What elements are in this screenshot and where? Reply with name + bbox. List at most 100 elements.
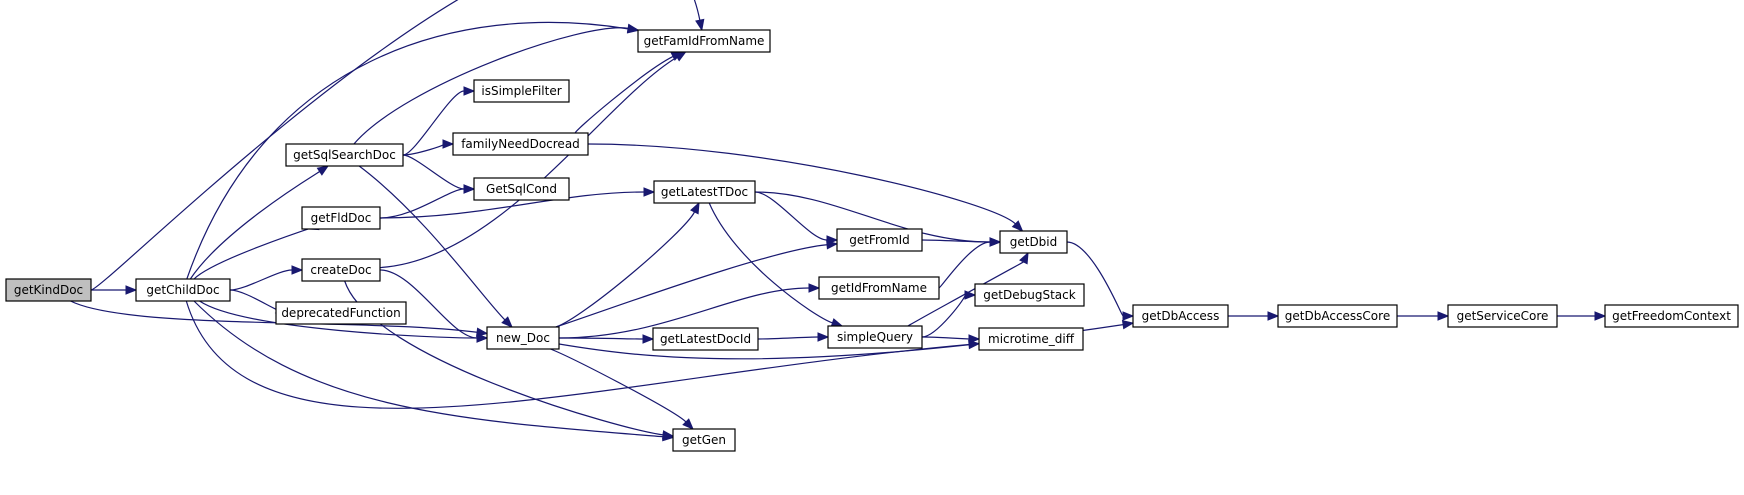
arrowhead [626,23,640,33]
node-getFamIdFromName[interactable]: getFamIdFromName [637,29,771,53]
edge-line [1066,241,1124,317]
node-label: new_Doc [496,331,550,345]
arrowhead [125,285,138,295]
arrowhead [642,334,655,344]
node-box [1132,304,1229,328]
edge-getChildDoc-to-createDoc [229,265,304,291]
edge-getSqlSearchDoc-to-familyNeedDocread [402,139,455,156]
edge-getServiceCore-to-getFreedomContext [1556,311,1607,321]
node-label: getDebugStack [983,288,1075,302]
arrowhead [1019,251,1029,265]
arrowhead [964,290,977,300]
edge-line [402,154,465,190]
node-label: getServiceCore [1457,309,1549,323]
edge-getSqlSearchDoc-to-GetSqlCond [402,154,476,194]
edge-line [379,188,465,219]
edge-line [353,27,629,145]
arrowhead [1267,311,1280,321]
edge-new_Doc-to-getLatestDocId [558,334,655,344]
arrowhead [316,165,330,176]
node-getDbid[interactable]: getDbid [999,230,1068,254]
node-getDebugStack[interactable]: getDebugStack [974,283,1085,307]
edge-getSqlSearchDoc-to-new_Doc [358,165,513,328]
node-getLatestDocId[interactable]: getLatestDocId [652,327,759,351]
arrowhead [695,18,705,32]
node-microtime_diff[interactable]: microtime_diff [978,327,1084,351]
node-getKindDoc[interactable]: getKindDoc [5,278,92,302]
node-label: getIdFromName [831,281,927,295]
node-box [978,327,1084,351]
node-familyNeedDocread[interactable]: familyNeedDocread [452,132,589,156]
node-getDbAccess[interactable]: getDbAccess [1132,304,1229,328]
edge-line [186,21,629,280]
arrowhead [1122,311,1135,321]
edge-line [558,287,810,339]
node-box [5,278,92,302]
edge-getSqlSearchDoc-to-getFamIdFromName [353,23,640,145]
node-box [1277,304,1398,328]
edge-new_Doc-to-getGen [550,348,694,430]
edge-line [379,56,678,269]
node-box [818,276,940,300]
edge-simpleQuery-to-microtime_diff [921,334,981,344]
node-label: createDoc [310,263,371,277]
node-getSqlSearchDoc[interactable]: getSqlSearchDoc [285,143,404,167]
node-label: getGen [682,433,726,447]
node-deprecatedFunction[interactable]: deprecatedFunction [275,301,407,325]
node-isSimpleFilter[interactable]: isSimpleFilter [473,79,570,103]
node-getDbAccessCore[interactable]: getDbAccessCore [1277,304,1398,328]
node-getLatestTDoc[interactable]: getLatestTDoc [653,180,756,204]
arrowhead [808,283,821,293]
arrowhead [968,334,981,344]
edge-getLatestDocId-to-simpleQuery [757,332,830,342]
edge-line [558,337,644,340]
arrowhead [1594,311,1607,321]
edge-line [754,191,991,243]
edge-getIdFromName-to-getDbid [938,237,1002,289]
node-getChildDoc[interactable]: getChildDoc [135,278,231,302]
node-getFldDoc[interactable]: getFldDoc [301,206,381,230]
edge-line [379,269,478,339]
edge-getChildDoc-to-getSqlSearchDoc [189,165,330,280]
node-box [301,206,381,230]
node-getIdFromName[interactable]: getIdFromName [818,276,940,300]
edge-getKindDoc-to-getChildDoc [91,285,138,295]
node-box [827,325,923,349]
node-label: getDbid [1010,235,1058,249]
arrowhead [643,187,656,197]
node-getGen[interactable]: getGen [672,428,736,452]
node-GetSqlCond[interactable]: GetSqlCond [473,177,570,201]
node-label: GetSqlCond [486,182,557,196]
edge-getKindDoc-to-new_Doc [70,300,489,337]
node-label: getLatestDocId [660,332,751,346]
node-label: getFldDoc [311,211,372,225]
arrowhead [475,327,489,337]
edge-line [229,269,293,291]
edge-line [708,202,833,324]
arrowhead [690,201,700,215]
edge-new_Doc-to-getIdFromName [558,283,821,339]
node-label: getFamIdFromName [644,34,765,48]
node-box [637,29,771,53]
arrowhead [1121,319,1135,330]
edge-line [555,244,828,328]
node-getFreedomContext[interactable]: getFreedomContext [1604,304,1739,328]
node-box [486,326,560,350]
node-getFromId[interactable]: getFromId [836,228,923,252]
node-simpleQuery[interactable]: simpleQuery [827,325,923,349]
node-box [672,428,736,452]
edge-line [402,90,465,156]
node-getServiceCore[interactable]: getServiceCore [1447,304,1558,328]
node-box [653,180,756,204]
node-label: deprecatedFunction [281,306,400,320]
node-box [301,258,381,282]
arrowhead [463,86,476,96]
arrowhead [1011,220,1024,232]
edge-getLatestTDoc-to-simpleQuery [708,202,844,328]
node-createDoc[interactable]: createDoc [301,258,381,282]
edge-line [402,143,445,156]
arrowhead [501,316,513,328]
node-new_Doc[interactable]: new_Doc [486,326,560,350]
edge-familyNeedDocread-to-getDbid [587,143,1024,232]
